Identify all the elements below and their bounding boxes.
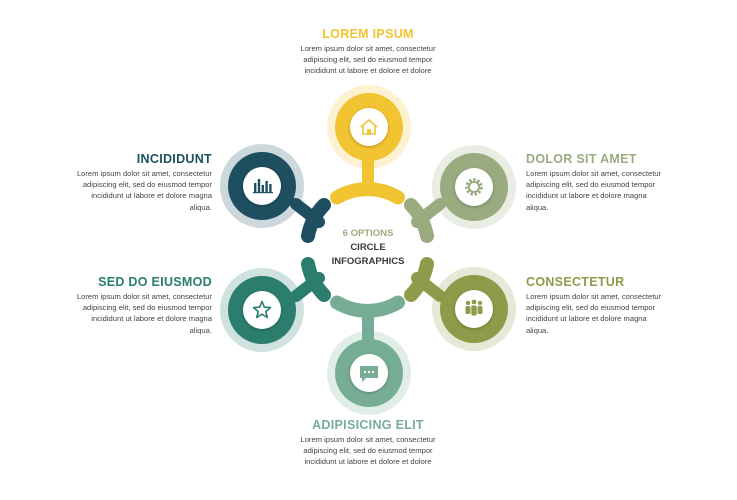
- option-desc-lower-right: Lorem ipsum dolor sit amet, consectetur …: [526, 292, 662, 335]
- option-desc-lower-left: Lorem ipsum dolor sit amet, consectetur …: [76, 292, 212, 335]
- bar-chart-icon: [253, 179, 273, 194]
- connectors: [290, 156, 446, 344]
- node-sed-do-eiusmod: [220, 268, 304, 352]
- option-desc-top: Lorem ipsum dolor sit amet, consectetur …: [300, 44, 436, 76]
- node-consectetur: [432, 267, 516, 351]
- connector-upper-left: [290, 198, 325, 228]
- option-title-upper-left: INCIDIDUNT: [136, 152, 212, 166]
- option-desc-bottom: Lorem ipsum dolor sit amet, consectetur …: [300, 435, 436, 467]
- option-desc-upper-left: Lorem ipsum dolor sit amet, consectetur …: [76, 169, 212, 212]
- option-title-lower-left: SED DO EIUSMOD: [98, 275, 212, 289]
- connector-lower-left: [290, 272, 325, 302]
- option-title-top: LOREM IPSUM: [322, 27, 414, 41]
- option-title-bottom: ADIPISICING ELIT: [312, 418, 424, 432]
- people-icon: [465, 299, 483, 316]
- center-line-3: INFOGRAPHICS: [331, 256, 405, 267]
- center-line-1: 6 OPTIONS: [342, 228, 394, 239]
- home-icon: [360, 119, 378, 135]
- center-line-2: CIRCLE: [350, 242, 386, 253]
- node-dolor-sit-amet: [432, 145, 516, 229]
- node-lorem-ipsum: [327, 85, 411, 169]
- option-title-upper-right: DOLOR SIT AMET: [526, 152, 637, 166]
- star-icon: [252, 300, 272, 319]
- connector-upper-right: [411, 198, 446, 228]
- option-title-lower-right: CONSECTETUR: [526, 275, 625, 289]
- option-desc-upper-right: Lorem ipsum dolor sit amet, consectetur …: [526, 169, 662, 212]
- chat-icon: [360, 366, 378, 382]
- node-incididunt: [220, 144, 304, 228]
- gear-icon: [465, 178, 483, 196]
- node-adipisicing-elit: [327, 331, 411, 415]
- connector-lower-right: [411, 272, 446, 302]
